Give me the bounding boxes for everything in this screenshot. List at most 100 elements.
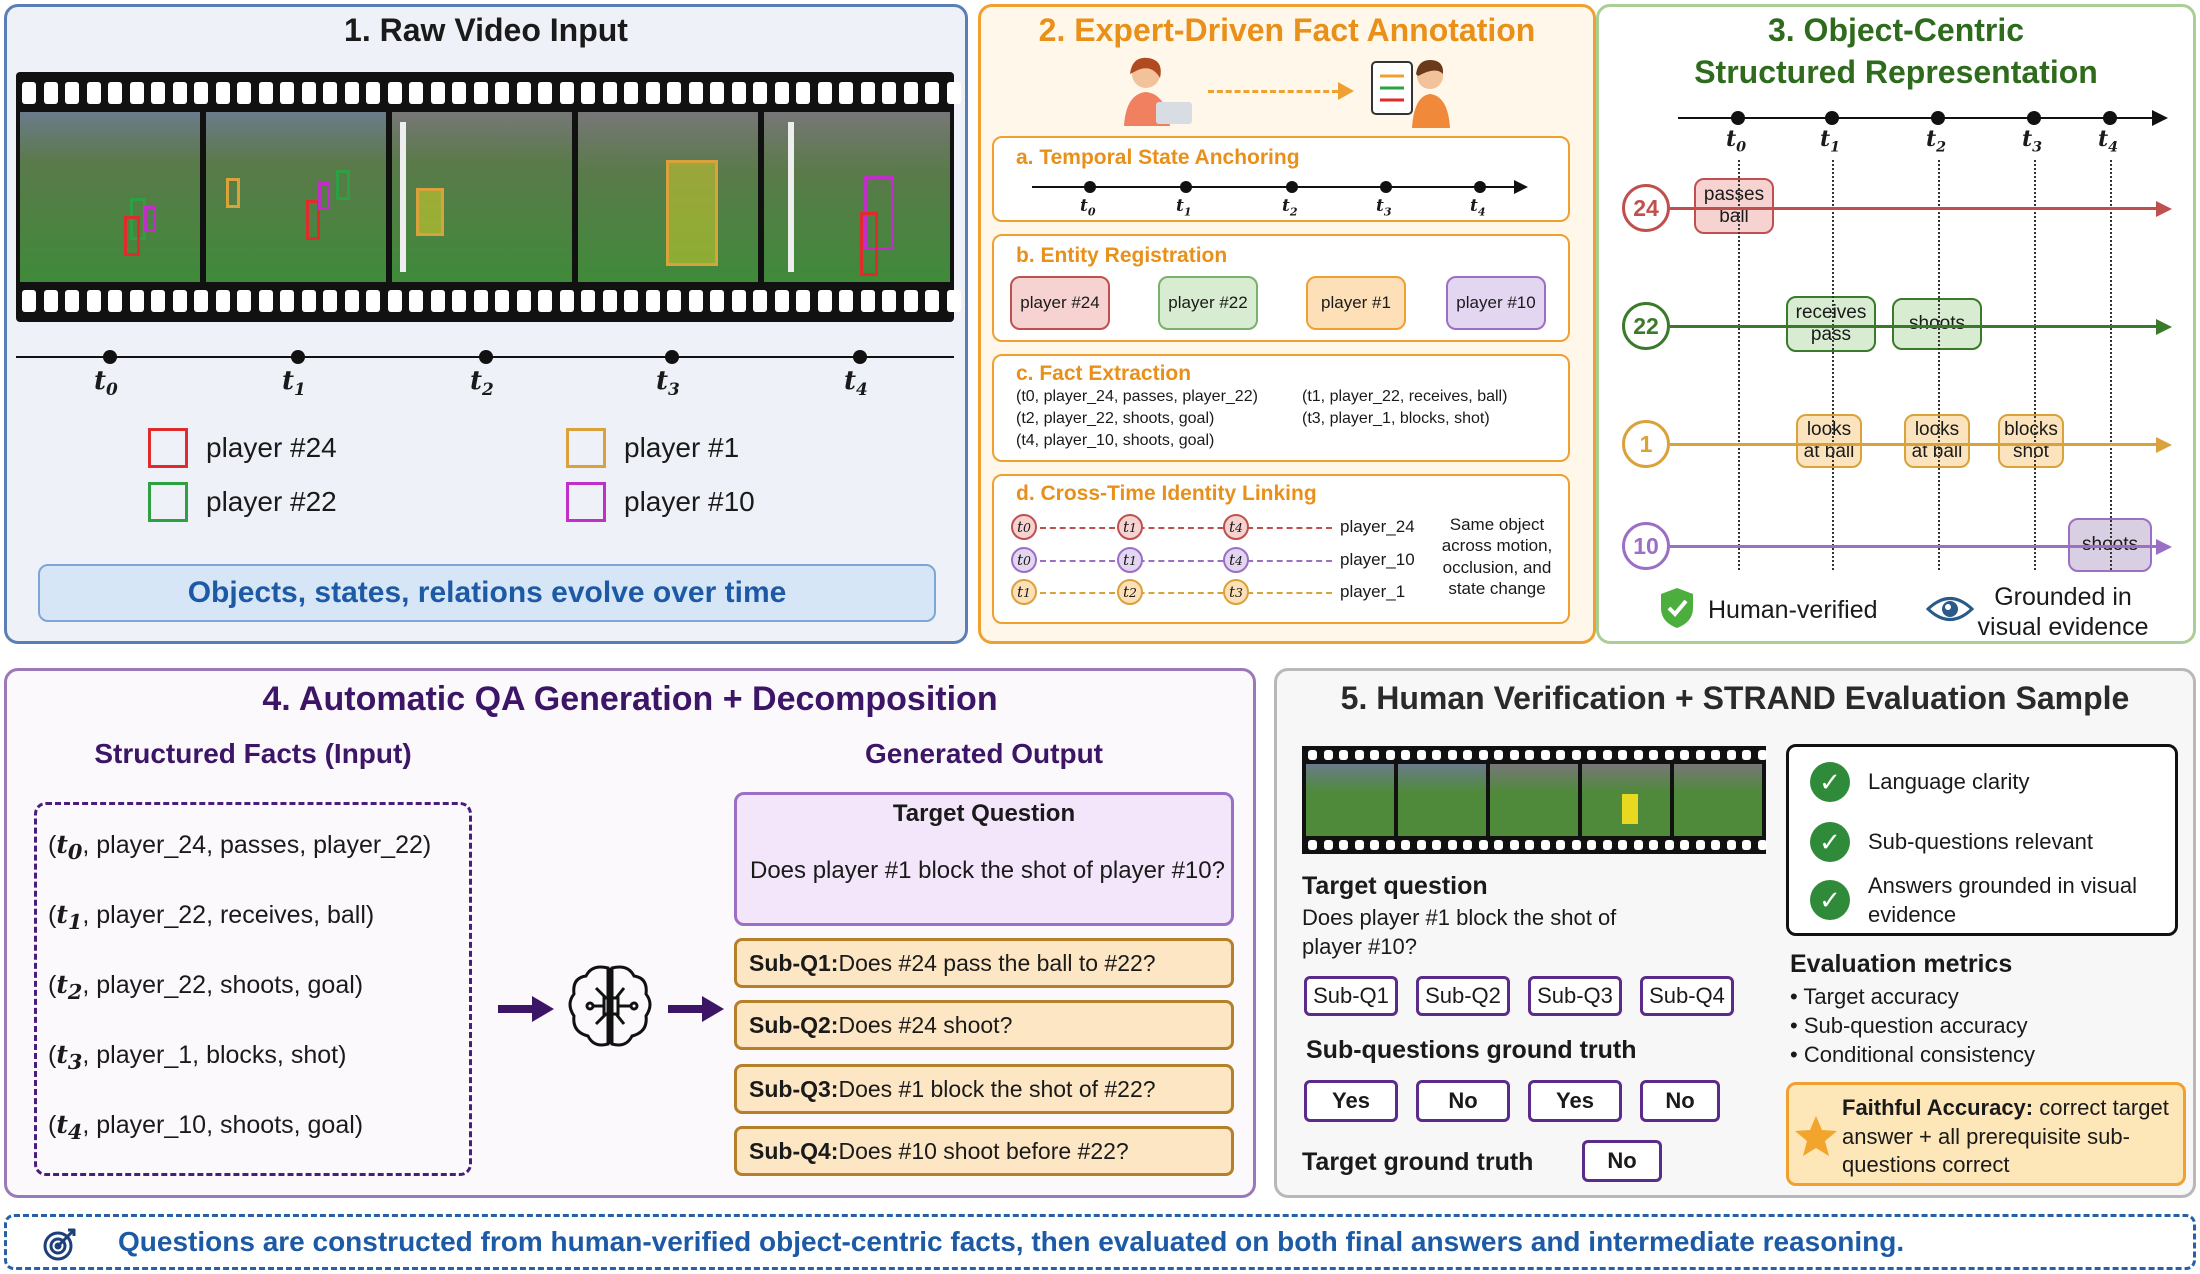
- check-label: Language clarity: [1868, 769, 2030, 794]
- film-hole: [387, 82, 402, 104]
- film-hole: [129, 290, 144, 312]
- film-hole: [1463, 840, 1472, 850]
- film-hole: [1664, 840, 1674, 850]
- guide-line: [2110, 160, 2112, 570]
- fact-rest: , player_22, shoots, goal): [82, 971, 364, 999]
- timeline-dot: [1731, 111, 1745, 125]
- sub-question-text: Does #1 block the shot of #22?: [838, 1075, 1156, 1102]
- timeline-dot: [1380, 181, 1392, 193]
- film-hole: [1509, 750, 1519, 760]
- lane-arrow: [2156, 201, 2172, 217]
- film-hole: [1757, 840, 1767, 850]
- film-hole: [215, 82, 230, 104]
- event-shoots: shoots: [1892, 298, 1982, 350]
- metric-label: Target accuracy: [1803, 984, 1959, 1009]
- faithful-accuracy-label: Faithful Accuracy:: [1842, 1095, 2034, 1120]
- timeline-tick-label: t3: [2022, 126, 2043, 156]
- guide-line: [1738, 160, 1740, 570]
- film-hole: [430, 290, 445, 312]
- timeline-tick-label: t0: [1726, 126, 1747, 156]
- timeline-tick-label: t1: [1820, 126, 1841, 156]
- timeline-dot: [1286, 181, 1298, 193]
- identity-linking-title: d. Cross-Time Identity Linking: [1016, 482, 1317, 505]
- film-hole: [1308, 750, 1317, 760]
- lane-line: [1670, 443, 2156, 446]
- film-hole: [1478, 840, 1488, 850]
- film-hole: [1618, 840, 1627, 850]
- film-hole: [882, 82, 896, 104]
- fact-tuple: (t3, player_1, blocks, shot): [48, 1040, 347, 1074]
- sub-question-text: Does #10 shoot before #22?: [838, 1137, 1129, 1164]
- lane-line: [1670, 325, 2156, 328]
- film-hole: [172, 290, 187, 312]
- film-hole: [86, 82, 101, 104]
- film-hole: [1633, 750, 1643, 760]
- film-hole: [1525, 750, 1534, 760]
- fact-tuple: (t4, player_10, shoots, goal): [48, 1110, 364, 1144]
- panel2-title: 2. Expert-Driven Fact Annotation: [1038, 12, 1536, 48]
- film-hole: [882, 290, 896, 312]
- temporal-anchoring-title: a. Temporal State Anchoring: [1016, 146, 1300, 169]
- film-hole: [602, 290, 617, 312]
- ground-truth-value: Yes: [1304, 1080, 1398, 1122]
- timeline-dot: [479, 350, 493, 364]
- film-hole: [903, 82, 918, 104]
- video-frame: [764, 112, 950, 282]
- film-hole: [602, 82, 617, 104]
- sub-question-label: Sub-Q2:: [749, 1011, 839, 1038]
- film-hole: [645, 290, 660, 312]
- structured-facts-box: [34, 802, 472, 1176]
- film-hole: [22, 82, 36, 104]
- film-hole: [194, 290, 208, 312]
- timeline-tick-label: t0: [94, 366, 118, 400]
- lane-arrow: [2156, 319, 2172, 335]
- timeline-tick-label: t4: [844, 366, 868, 400]
- film-hole: [667, 290, 681, 312]
- film-hole: [1757, 750, 1767, 760]
- film-hole: [1432, 750, 1441, 760]
- film-hole: [65, 290, 79, 312]
- lane-arrow: [2156, 437, 2172, 453]
- film-hole: [1447, 750, 1457, 760]
- sub-question-label: Sub-Q3:: [749, 1075, 839, 1102]
- annotation-timeline: [1032, 186, 1516, 188]
- timeline-dot: [1474, 181, 1486, 193]
- fact-line: (t2, player_22, shoots, goal): [1016, 410, 1215, 427]
- film-hole: [129, 82, 144, 104]
- film-hole: [1540, 840, 1550, 850]
- metric-label: Conditional consistency: [1803, 1042, 2035, 1067]
- quality-checklist-box: [1786, 744, 2178, 936]
- check-icon: ✓: [1810, 762, 1850, 802]
- film-hole: [1540, 750, 1550, 760]
- link-label: player_24: [1340, 517, 1415, 536]
- fact-time: t0: [56, 830, 83, 864]
- film-hole: [817, 82, 832, 104]
- target-question-text: Does player #1 block the shot of player …: [1302, 905, 1617, 959]
- event-receives-pass: receives pass: [1786, 296, 1876, 352]
- film-hole: [1695, 750, 1705, 760]
- film-hole: [1339, 750, 1348, 760]
- film-hole: [344, 82, 359, 104]
- film-hole: [430, 82, 445, 104]
- sub-question-pill: Sub-Q4: [1640, 976, 1734, 1016]
- film-hole: [817, 290, 832, 312]
- guide-line: [1938, 160, 1940, 570]
- guide-line: [1832, 160, 1834, 570]
- film-hole: [1447, 840, 1457, 850]
- timeline-dot: [103, 350, 117, 364]
- fact-rest: , player_1, blocks, shot): [82, 1041, 347, 1069]
- video-frame: [1306, 764, 1394, 836]
- timeline-tick-label: t2: [1926, 126, 1947, 156]
- arrow-right-icon: [668, 996, 724, 1022]
- film-hole: [946, 82, 961, 104]
- film-hole: [1323, 750, 1333, 760]
- fact-line: (t0, player_24, passes, player_22): [1016, 388, 1258, 405]
- film-hole: [473, 290, 488, 312]
- temporal-anchoring-box: [992, 136, 1570, 222]
- film-hole: [516, 82, 531, 104]
- target-question-title: Target Question: [892, 800, 1076, 827]
- entity-chip: player #22: [1158, 276, 1258, 330]
